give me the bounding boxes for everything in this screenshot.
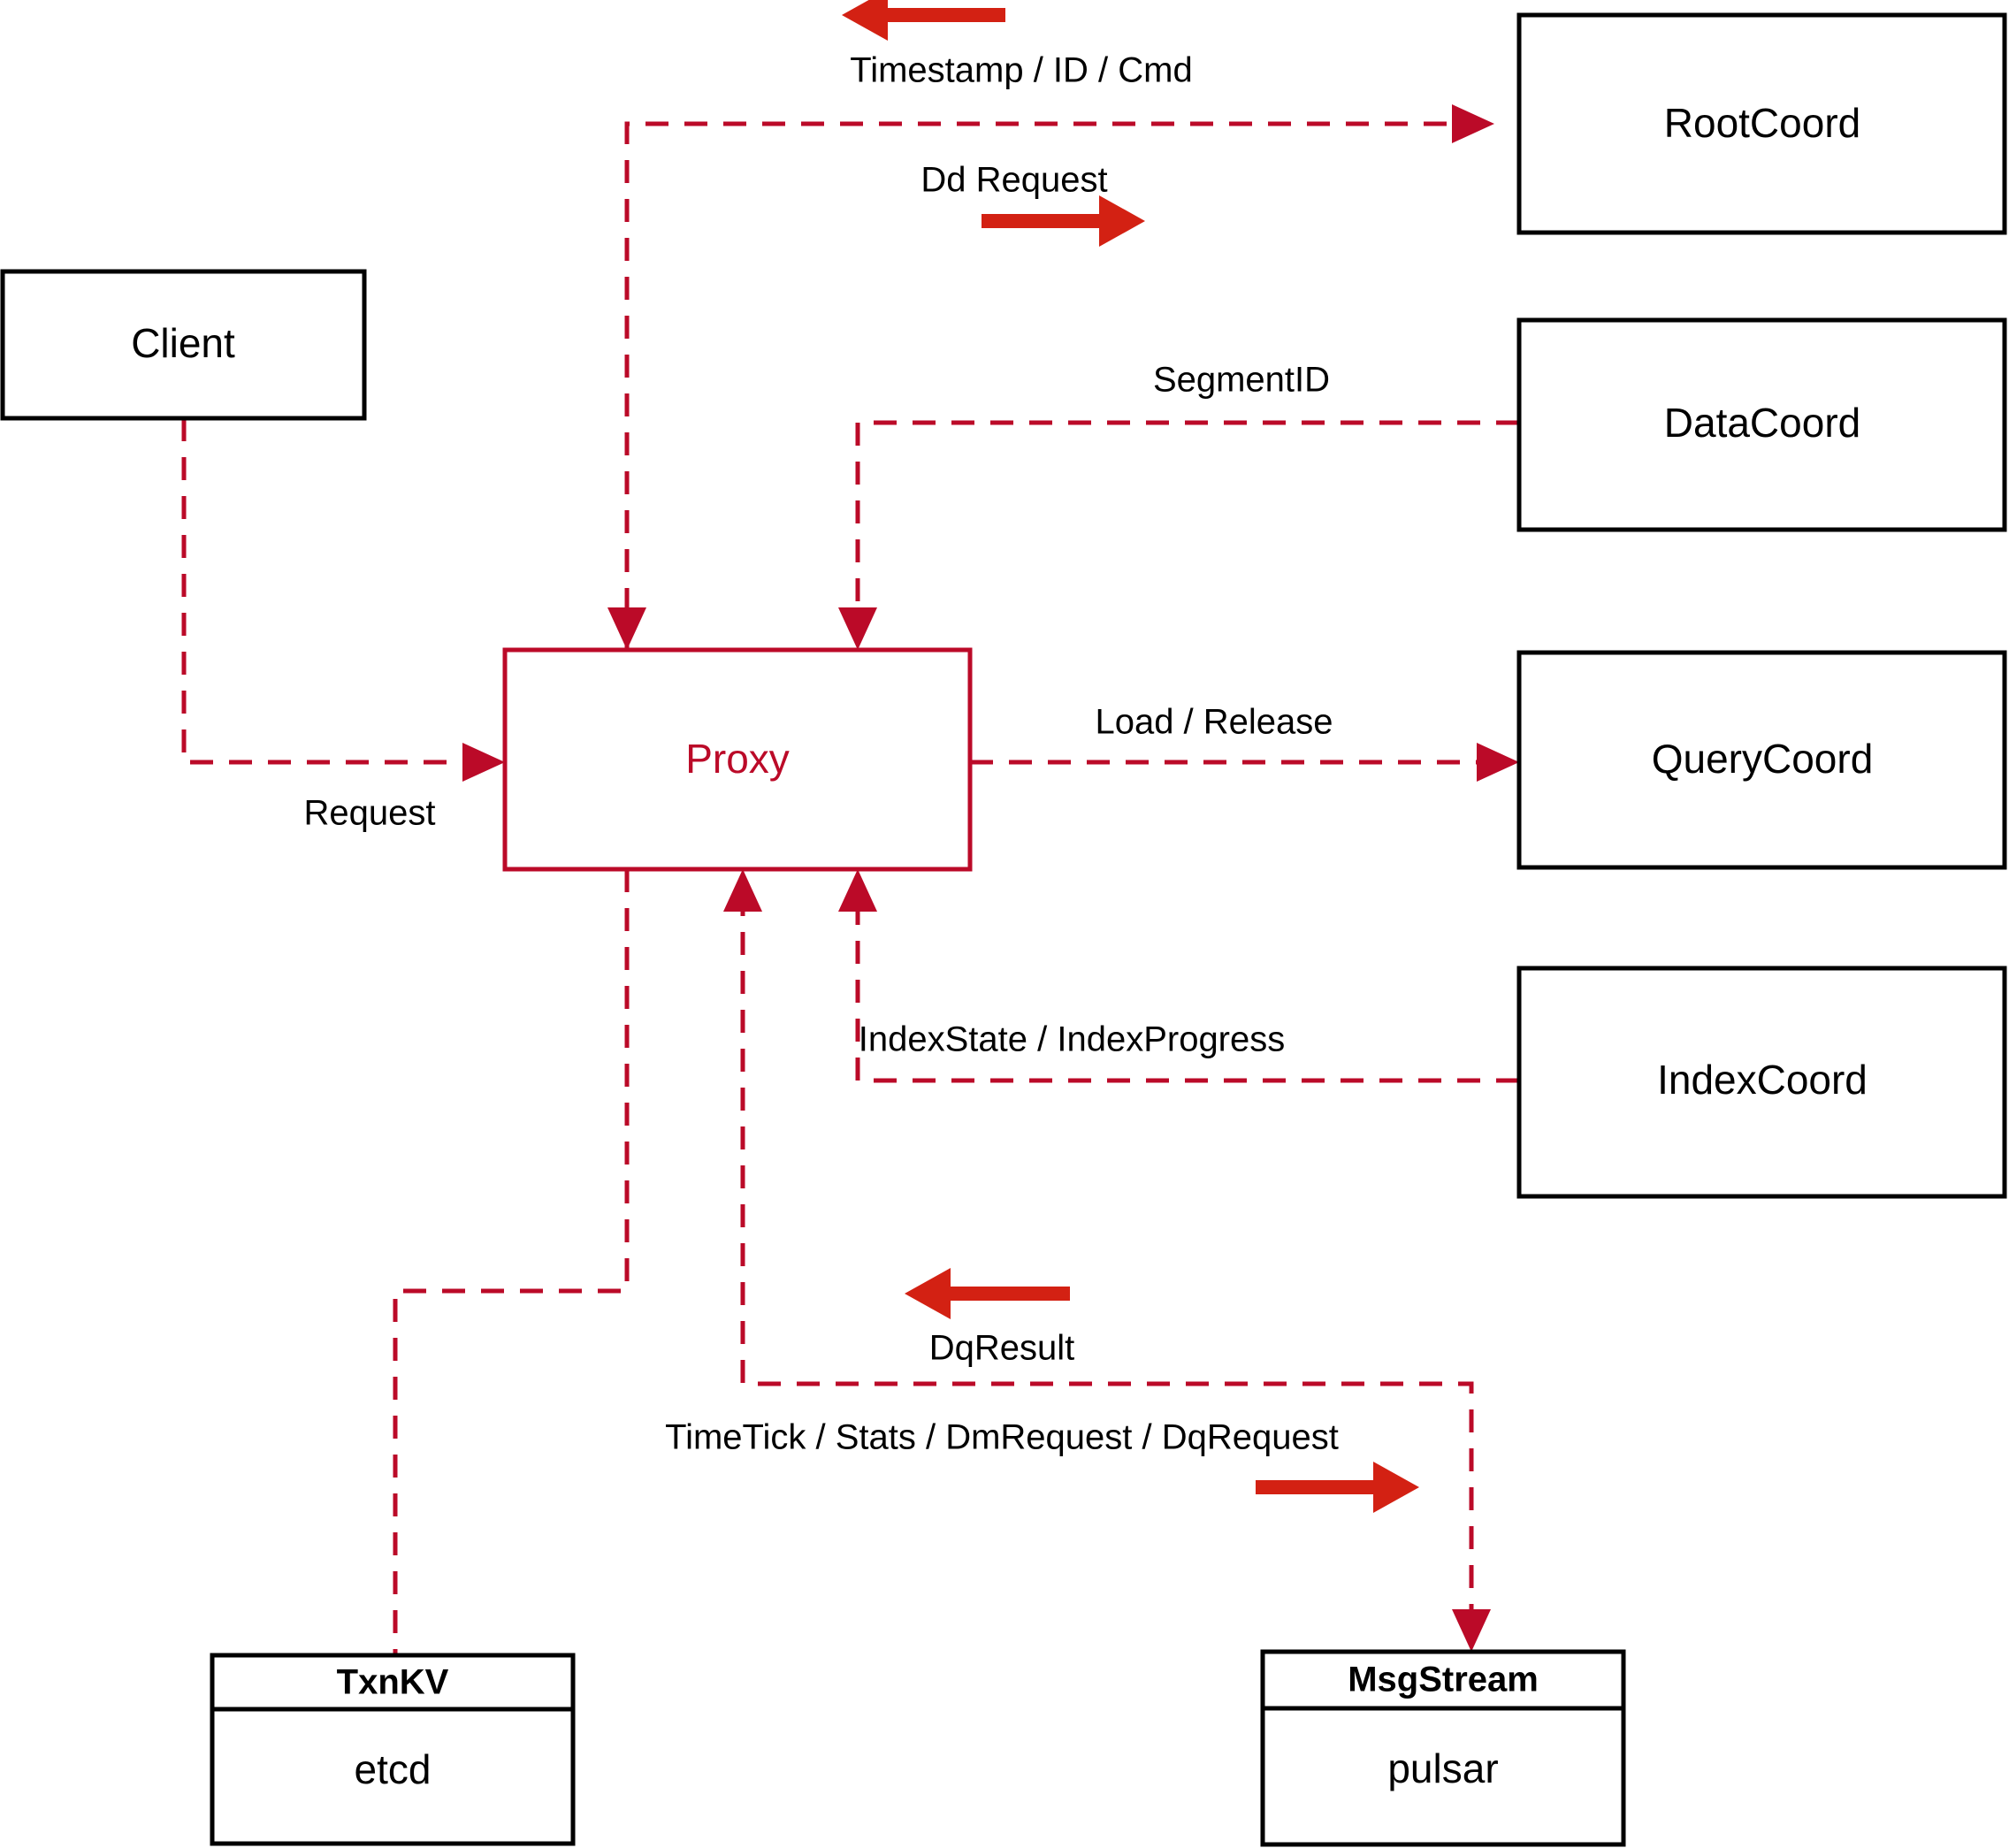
node-indexcoord[interactable]: IndexCoord: [1516, 966, 2007, 1199]
node-rootcoord[interactable]: RootCoord: [1516, 12, 2007, 235]
link-proxy-txnkv: [393, 869, 630, 1655]
node-txnkv[interactable]: TxnKV etcd: [210, 1653, 576, 1846]
arrowhead-proxy-bottom-right: [838, 869, 877, 912]
node-proxy-label: Proxy: [685, 736, 790, 782]
accent-arrow-right-dd-request: [982, 195, 1145, 247]
arrowhead-proxy-top-left: [607, 607, 646, 650]
edge-label-timestamp-id-cmd: Timestamp / ID / Cmd: [850, 51, 1192, 90]
arrowhead-proxy-left: [462, 743, 505, 782]
link-client-proxy: [181, 418, 482, 765]
accent-arrow-left-timestamp: [842, 0, 1005, 41]
link-proxy-msgstream: [740, 893, 1474, 1627]
node-txnkv-impl: etcd: [355, 1746, 432, 1792]
node-querycoord[interactable]: QueryCoord: [1516, 650, 2007, 870]
arrowhead-proxy-top-right: [838, 607, 877, 650]
node-datacoord-label: DataCoord: [1664, 400, 1860, 446]
arrowhead-querycoord: [1477, 743, 1519, 782]
link-proxy-rootcoord: [624, 121, 1494, 650]
edge-timestamp-id-cmd-and-dd-request: [607, 104, 1494, 650]
node-msgstream-impl: pulsar: [1387, 1745, 1498, 1791]
node-msgstream[interactable]: MsgStream pulsar: [1260, 1649, 1626, 1847]
edge-label-request: Request: [304, 794, 436, 833]
edge-msgstream-proxy: [723, 869, 1491, 1652]
node-rootcoord-label: RootCoord: [1664, 100, 1860, 146]
node-client[interactable]: Client: [0, 269, 367, 421]
edge-segment-id: [838, 420, 1519, 650]
node-proxy[interactable]: Proxy: [502, 647, 973, 872]
link-datacoord-proxy: [855, 420, 1519, 650]
node-msgstream-title: MsgStream: [1348, 1661, 1539, 1699]
accent-arrow-left-dqresult: [905, 1268, 1070, 1319]
node-datacoord[interactable]: DataCoord: [1516, 317, 2007, 532]
edge-index-state-progress: [838, 869, 1519, 1083]
node-querycoord-label: QueryCoord: [1652, 736, 1874, 782]
node-txnkv-title: TxnKV: [337, 1663, 449, 1702]
edge-label-index-state-progress: IndexState / IndexProgress: [859, 1020, 1286, 1059]
edge-proxy-txnkv: [393, 869, 630, 1655]
edge-label-dd-request: Dd Request: [920, 161, 1107, 200]
arrowhead-msgstream: [1452, 1609, 1491, 1652]
edge-label-segment-id: SegmentID: [1153, 361, 1330, 400]
edge-label-dq-result: DqResult: [929, 1329, 1075, 1368]
accent-arrow-right-timetick: [1256, 1462, 1419, 1513]
node-client-label: Client: [131, 320, 235, 366]
arrowhead-proxy-bottom-mid: [723, 869, 762, 912]
node-indexcoord-label: IndexCoord: [1657, 1057, 1868, 1103]
link-indexcoord-proxy: [855, 893, 1519, 1083]
edge-load-release: [970, 743, 1519, 782]
edge-label-load-release: Load / Release: [1095, 703, 1333, 742]
arrowhead-rootcoord: [1452, 104, 1494, 143]
edge-request: [181, 418, 505, 782]
edge-label-timetick-stats: TimeTick / Stats / DmRequest / DqRequest: [665, 1418, 1339, 1457]
